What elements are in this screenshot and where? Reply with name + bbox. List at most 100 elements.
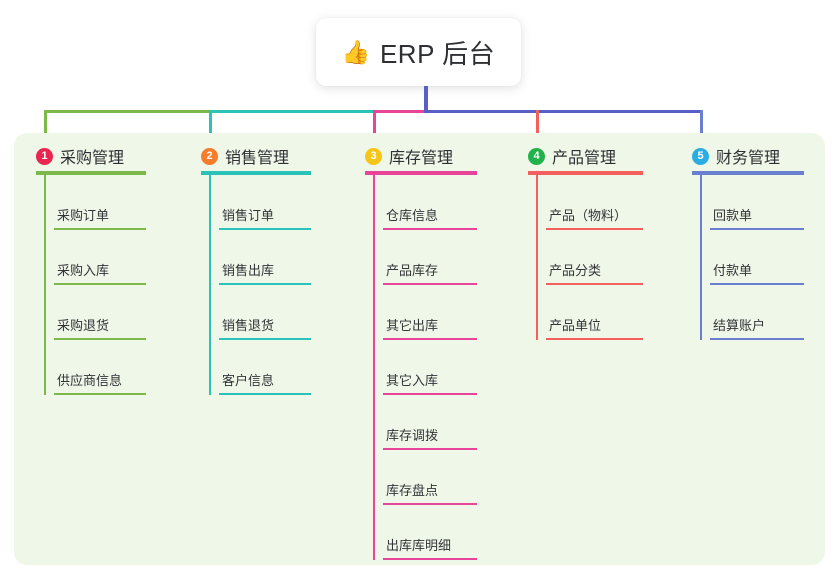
leaf-node[interactable]: 其它出库 (383, 306, 477, 340)
root-node-card[interactable]: 👍 ERP 后台 (316, 18, 521, 86)
connector-drop-3 (373, 110, 376, 147)
leaf-node-label: 采购退货 (57, 318, 110, 333)
leaf-node-label: 其它入库 (386, 373, 439, 388)
leaf-node-underline (54, 283, 146, 285)
leaf-node-label: 销售出库 (222, 263, 275, 278)
connector-segment-3 (373, 110, 424, 113)
leaf-node-underline (54, 338, 146, 340)
leaf-node-label: 回款单 (713, 208, 753, 223)
connector-drop-5 (700, 110, 703, 147)
leaf-node-label: 销售退货 (222, 318, 275, 333)
leaf-node-label: 客户信息 (222, 373, 275, 388)
leaf-node-label: 产品库存 (386, 263, 439, 278)
leaf-node-underline (710, 283, 804, 285)
leaf-node-label: 产品（物料） (549, 208, 628, 223)
leaf-node-label: 库存盘点 (386, 483, 439, 498)
leaf-node-underline (383, 228, 477, 230)
leaf-node-underline (383, 503, 477, 505)
leaf-node[interactable]: 供应商信息 (54, 361, 146, 395)
leaf-node[interactable]: 销售订单 (219, 196, 311, 230)
leaf-node[interactable]: 销售退货 (219, 306, 311, 340)
leaf-node-underline (54, 393, 146, 395)
leaf-node[interactable]: 库存盘点 (383, 471, 477, 505)
leaf-node[interactable]: 回款单 (710, 196, 804, 230)
branch-underline (692, 171, 804, 175)
branch-underline (36, 171, 146, 175)
branch-header-1[interactable]: 1 采购管理 (36, 144, 124, 168)
leaf-node-underline (383, 283, 477, 285)
leaf-node[interactable]: 产品库存 (383, 251, 477, 285)
leaf-node-underline (546, 338, 643, 340)
leaf-node-underline (383, 558, 477, 560)
branch-underline (528, 171, 643, 175)
thumbs-up-emoji: 👍 (341, 38, 371, 65)
leaf-node-underline (54, 228, 146, 230)
leaf-node[interactable]: 产品单位 (546, 306, 643, 340)
leaf-node-underline (383, 393, 477, 395)
leaf-node[interactable]: 采购退货 (54, 306, 146, 340)
leaf-node-underline (710, 338, 804, 340)
leaf-node-label: 结算账户 (713, 318, 766, 333)
branch-title: 库存管理 (389, 150, 454, 167)
leaf-node-label: 付款单 (713, 263, 753, 278)
branch-underline (201, 171, 311, 175)
branch-underline (365, 171, 477, 175)
leaf-node[interactable]: 出库库明细 (383, 526, 477, 560)
leaf-node-label: 供应商信息 (57, 373, 123, 388)
connector-segment-1 (44, 110, 209, 113)
branch-number-badge: 3 (365, 147, 382, 165)
leaf-node-underline (546, 228, 643, 230)
leaf-node[interactable]: 付款单 (710, 251, 804, 285)
leaf-node-label: 出库库明细 (386, 538, 452, 553)
branch-header-5[interactable]: 5 财务管理 (692, 144, 780, 168)
leaf-node-underline (219, 338, 311, 340)
leaf-node-label: 销售订单 (222, 208, 275, 223)
root-node-label: ERP 后台 (379, 38, 496, 69)
branch-spine (536, 173, 538, 340)
leaf-node[interactable]: 结算账户 (710, 306, 804, 340)
leaf-node[interactable]: 库存调拨 (383, 416, 477, 450)
branch-title: 财务管理 (716, 150, 781, 167)
connector-drop-2 (209, 110, 212, 147)
leaf-node-label: 采购订单 (57, 208, 110, 223)
branch-title: 采购管理 (60, 150, 125, 167)
leaf-node-label: 采购入库 (57, 263, 110, 278)
leaf-node[interactable]: 仓库信息 (383, 196, 477, 230)
leaf-node[interactable]: 采购入库 (54, 251, 146, 285)
branch-spine (209, 173, 211, 395)
leaf-node[interactable]: 其它入库 (383, 361, 477, 395)
leaf-node-underline (219, 228, 311, 230)
leaf-node-underline (710, 228, 804, 230)
connector-drop-1 (44, 110, 47, 147)
branch-spine (44, 173, 46, 395)
leaf-node-label: 仓库信息 (386, 208, 439, 223)
root-node-title: 👍 ERP 后台 (342, 34, 495, 71)
branch-number-badge: 1 (36, 147, 53, 165)
leaf-node-underline (219, 283, 311, 285)
connector-drop-4 (536, 110, 539, 147)
leaf-node-underline (219, 393, 311, 395)
leaf-node-label: 产品分类 (549, 263, 602, 278)
branch-spine (373, 173, 375, 560)
leaf-node-label: 产品单位 (549, 318, 602, 333)
leaf-node-label: 库存调拨 (386, 428, 439, 443)
branch-number-badge: 5 (692, 147, 709, 165)
leaf-node[interactable]: 产品分类 (546, 251, 643, 285)
leaf-node[interactable]: 客户信息 (219, 361, 311, 395)
branch-number-badge: 4 (528, 147, 545, 165)
connector-segment-4 (424, 110, 700, 113)
root-connector-stem (424, 86, 428, 111)
leaf-node-label: 其它出库 (386, 318, 439, 333)
leaf-node-underline (546, 283, 643, 285)
branch-header-3[interactable]: 3 库存管理 (365, 144, 453, 168)
leaf-node[interactable]: 销售出库 (219, 251, 311, 285)
branch-number-badge: 2 (201, 147, 218, 165)
leaf-node[interactable]: 产品（物料） (546, 196, 643, 230)
leaf-node[interactable]: 采购订单 (54, 196, 146, 230)
leaf-node-underline (383, 338, 477, 340)
connector-segment-2 (209, 110, 373, 113)
